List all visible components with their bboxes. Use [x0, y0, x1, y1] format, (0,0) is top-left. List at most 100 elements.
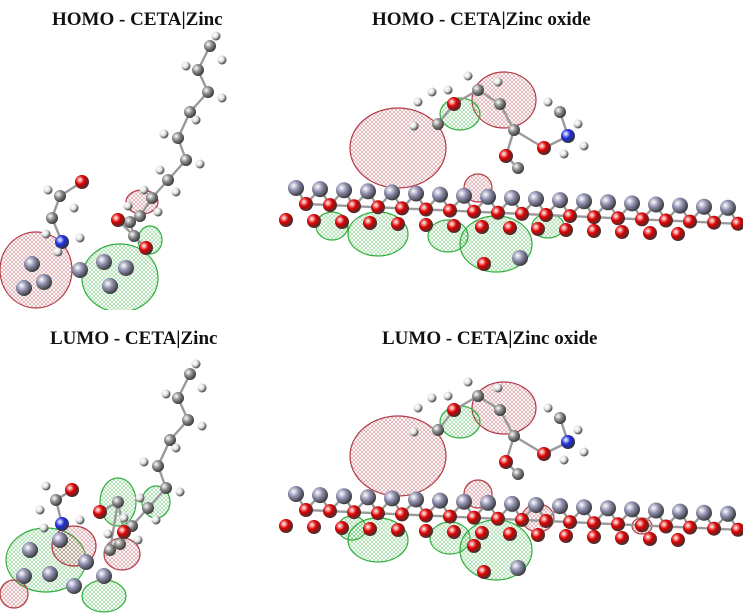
atom [171, 187, 181, 197]
atom [635, 518, 649, 533]
atom [508, 430, 520, 442]
atom [335, 521, 349, 535]
atom [409, 427, 419, 437]
atom [467, 539, 481, 553]
atom [24, 256, 40, 272]
atom [384, 184, 400, 201]
atom [408, 185, 424, 202]
atom [128, 230, 140, 242]
atom [643, 226, 657, 240]
atom [151, 515, 161, 525]
atom [537, 141, 551, 155]
atom [463, 377, 473, 387]
atom [307, 214, 321, 228]
atom [600, 194, 616, 211]
atom [363, 216, 377, 230]
atom [195, 159, 205, 169]
atom [75, 175, 89, 189]
atom [161, 389, 171, 399]
atom [191, 359, 201, 369]
atom [134, 210, 146, 222]
atom [419, 508, 433, 523]
atom [648, 502, 664, 519]
atom [46, 212, 58, 224]
atom [447, 97, 461, 111]
atom [323, 504, 337, 519]
atom [202, 86, 214, 98]
atom [543, 97, 553, 107]
atom [456, 187, 472, 204]
atom [528, 497, 544, 513]
atom [279, 519, 293, 533]
atom [447, 219, 461, 233]
atom [552, 192, 568, 209]
atom [102, 278, 118, 294]
atom [118, 260, 134, 276]
atom [467, 510, 481, 525]
atom [181, 61, 191, 71]
atom [587, 210, 601, 225]
atom [112, 496, 124, 508]
atom [162, 174, 174, 186]
atom [160, 482, 172, 494]
atom [299, 197, 313, 211]
atom [576, 499, 592, 516]
atom [576, 193, 592, 210]
atom [175, 487, 185, 497]
atom [696, 198, 712, 215]
atom [503, 527, 517, 541]
atom [66, 578, 82, 594]
atom [539, 514, 553, 528]
atom [142, 502, 154, 514]
atom [494, 98, 506, 110]
atom [447, 403, 461, 417]
atom [182, 414, 194, 426]
atom [39, 523, 49, 533]
atom [573, 425, 583, 435]
atom [559, 529, 573, 543]
atom [371, 506, 385, 521]
atom [559, 455, 569, 465]
atom [52, 532, 68, 548]
atom [463, 71, 473, 81]
atom [124, 216, 136, 228]
atom [731, 522, 743, 537]
atom [50, 494, 62, 506]
atom [477, 257, 491, 271]
atom [683, 520, 697, 535]
atom [528, 191, 544, 207]
atom [615, 225, 629, 239]
atom [559, 149, 569, 159]
atom [279, 213, 293, 227]
atom [72, 262, 88, 278]
atom [537, 447, 551, 461]
atom [211, 31, 221, 41]
atom [413, 97, 423, 107]
atom [133, 535, 143, 545]
atom [600, 500, 616, 517]
atom [561, 435, 575, 449]
atom [472, 84, 484, 96]
atom [419, 202, 433, 217]
atom [587, 516, 601, 531]
atom [395, 201, 409, 216]
atom [456, 493, 472, 510]
atom [493, 77, 503, 87]
orbital-lobe-negative [349, 415, 447, 497]
atom [335, 215, 349, 229]
atom [53, 247, 63, 257]
atom [371, 200, 385, 215]
atom [543, 403, 553, 413]
atom [515, 512, 529, 527]
atom [408, 491, 424, 508]
atom [197, 383, 207, 393]
atom [391, 217, 405, 231]
atom [443, 85, 453, 95]
atom [192, 64, 204, 76]
atom [512, 250, 528, 266]
atom [146, 192, 158, 204]
atom [683, 214, 697, 229]
atom [35, 505, 45, 515]
atom [288, 180, 304, 196]
atom [395, 507, 409, 522]
